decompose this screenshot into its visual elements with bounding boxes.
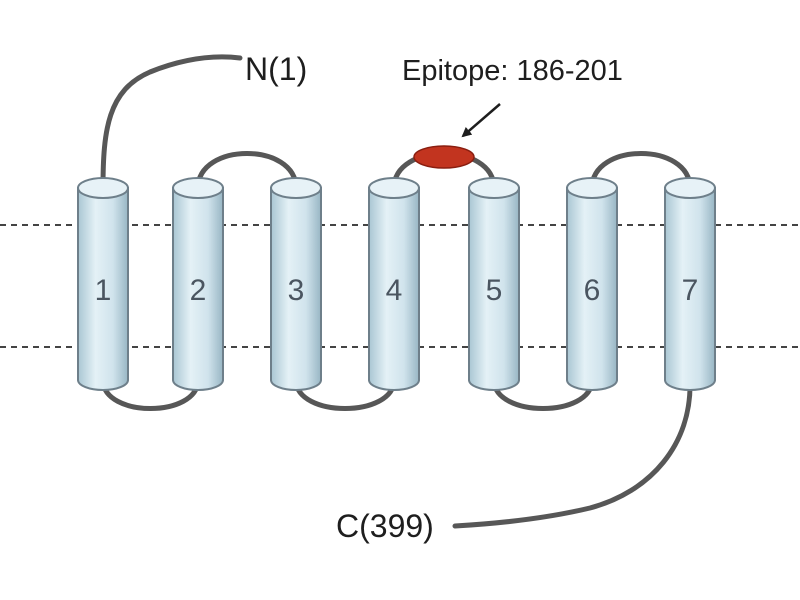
helix-body xyxy=(468,187,520,391)
epitope-label: Epitope: 186-201 xyxy=(402,55,623,87)
n-terminal-tail xyxy=(100,54,243,191)
helix-top-cap xyxy=(77,177,129,199)
loop-6-7 xyxy=(589,151,693,191)
helix-body xyxy=(270,187,322,391)
helix-1: 1 xyxy=(77,177,129,391)
helix-body xyxy=(77,187,129,391)
c-terminus-label: C(399) xyxy=(336,508,434,544)
helix-body xyxy=(172,187,224,391)
helix-top-cap xyxy=(368,177,420,199)
helix-number-label: 6 xyxy=(584,274,601,307)
helix-number-label: 3 xyxy=(288,274,305,307)
helix-number-label: 4 xyxy=(386,274,403,307)
c-terminal-tail xyxy=(452,377,693,529)
loop-1-2 xyxy=(100,377,201,411)
helix-top-cap xyxy=(566,177,618,199)
helix-top-cap xyxy=(468,177,520,199)
loop-3-4 xyxy=(293,377,397,411)
helix-top-cap xyxy=(172,177,224,199)
helix-number-label: 1 xyxy=(95,274,112,307)
loop-2-3 xyxy=(195,151,299,191)
epitope-marker xyxy=(413,145,475,169)
helix-5: 5 xyxy=(468,177,520,391)
helix-body xyxy=(368,187,420,391)
helix-body xyxy=(664,187,716,391)
helix-number-label: 2 xyxy=(190,274,207,307)
helix-number-label: 5 xyxy=(486,274,503,307)
helix-2: 2 xyxy=(172,177,224,391)
helix-6: 6 xyxy=(566,177,618,391)
helix-body xyxy=(566,187,618,391)
helix-top-cap xyxy=(270,177,322,199)
helix-3: 3 xyxy=(270,177,322,391)
helix-top-cap xyxy=(664,177,716,199)
n-terminus-label: N(1) xyxy=(245,51,307,87)
transmembrane-helices: 1 2 3 4 5 6 7 xyxy=(77,177,716,391)
helix-7: 7 xyxy=(664,177,716,391)
helix-number-label: 7 xyxy=(682,274,699,307)
epitope-arrow xyxy=(461,103,501,138)
helix-4: 4 xyxy=(368,177,420,391)
loop-5-6 xyxy=(491,377,595,411)
